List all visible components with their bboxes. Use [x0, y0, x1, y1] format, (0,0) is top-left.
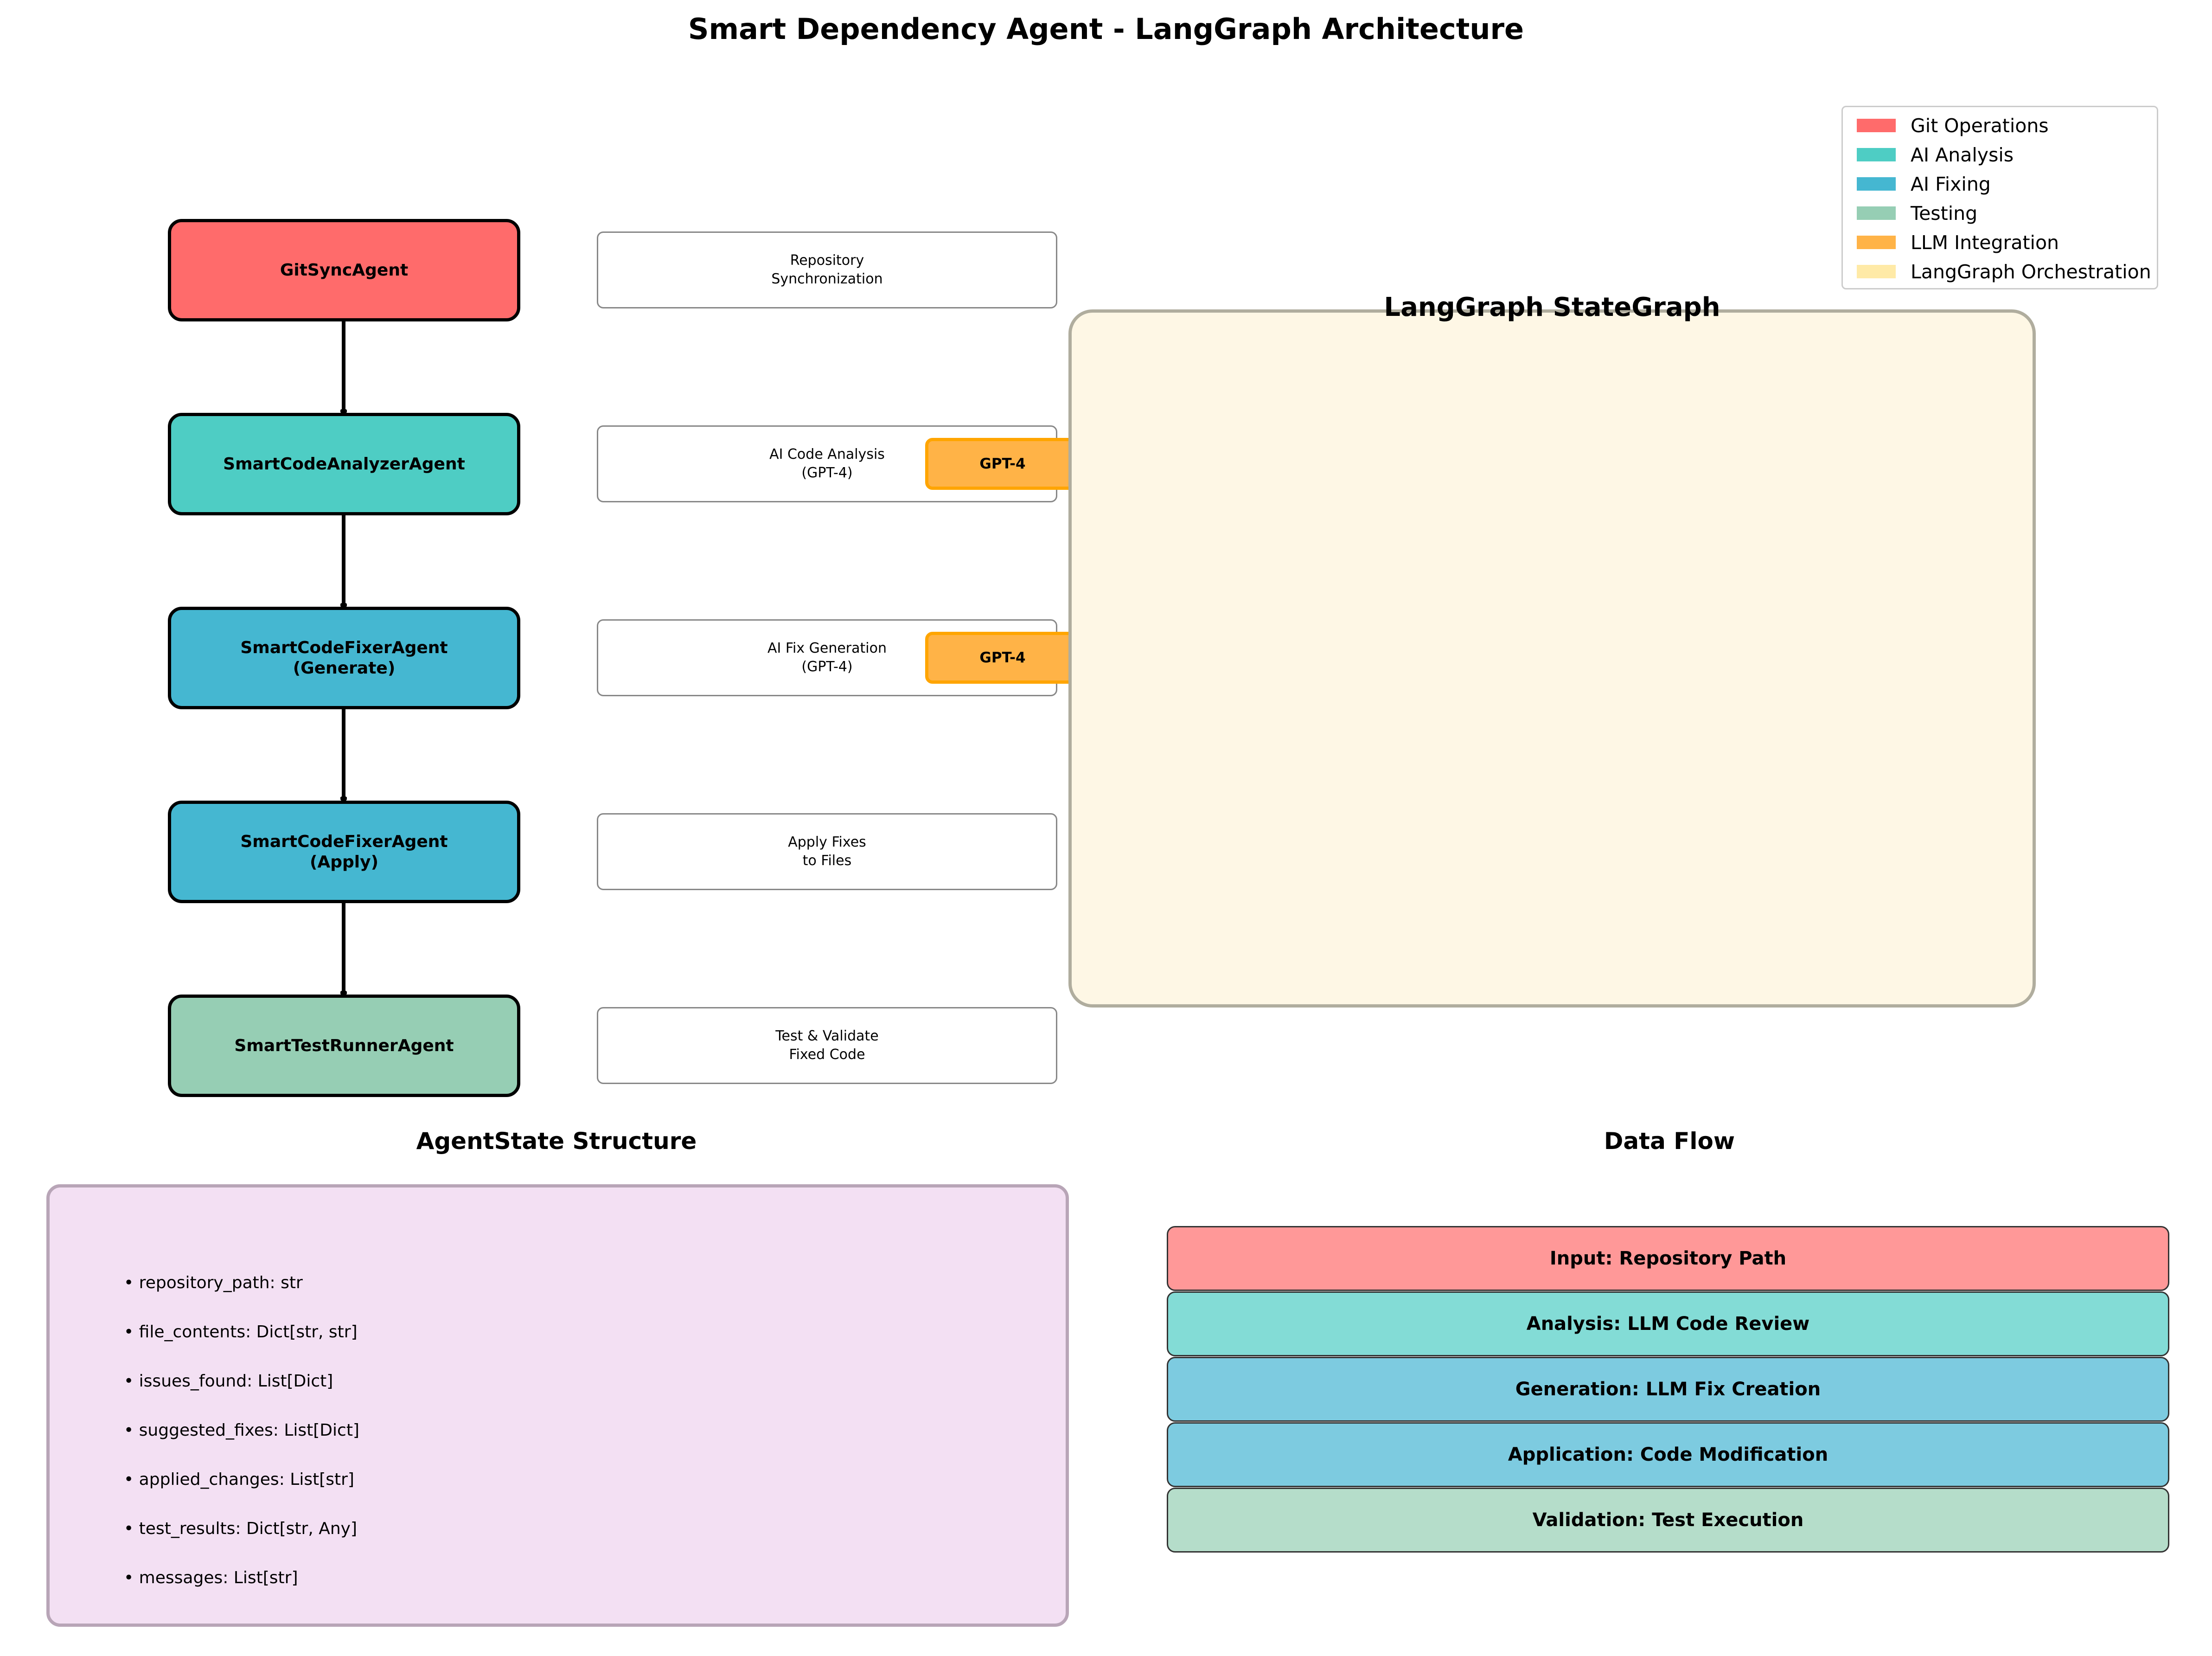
- data-flow-title: Data Flow: [1604, 1128, 1735, 1155]
- agent-node-fixer-generate: SmartCodeFixerAgent (Generate): [168, 607, 520, 709]
- data-flow-step-analysis: Analysis: LLM Code Review: [1167, 1291, 2169, 1356]
- legend-label: LangGraph Orchestration: [1911, 260, 2151, 283]
- data-flow-step-generation: Generation: LLM Fix Creation: [1167, 1357, 2169, 1422]
- legend-swatch: [1857, 177, 1896, 191]
- agent-state-field: • messages: List[str]: [124, 1568, 298, 1587]
- legend-label: AI Analysis: [1911, 143, 2014, 166]
- agent-state-field: • file_contents: Dict[str, str]: [124, 1322, 358, 1341]
- agent-node-fixer-apply: SmartCodeFixerAgent (Apply): [168, 801, 520, 903]
- agent-state-field: • test_results: Dict[str, Any]: [124, 1519, 358, 1538]
- agent-node-gitsync: GitSyncAgent: [168, 219, 520, 321]
- agent-state-field: • suggested_fixes: List[Dict]: [124, 1421, 359, 1440]
- diagram-title: Smart Dependency Agent - LangGraph Archi…: [688, 12, 1524, 46]
- legend-item-ai-analysis: AI Analysis: [1857, 140, 2014, 169]
- legend-swatch: [1857, 236, 1896, 249]
- legend-item-testing: Testing: [1857, 199, 1977, 228]
- agent-description-gitsync: Repository Synchronization: [597, 231, 1057, 308]
- legend: Git Operations AI Analysis AI Fixing Tes…: [1841, 106, 2158, 289]
- agent-description-fixer-apply: Apply Fixes to Files: [597, 813, 1057, 890]
- agent-state-field: • issues_found: List[Dict]: [124, 1372, 333, 1391]
- agent-state-panel: • repository_path: str • file_contents: …: [46, 1184, 1069, 1627]
- data-flow-step-input: Input: Repository Path: [1167, 1226, 2169, 1291]
- legend-swatch: [1857, 265, 1896, 278]
- data-flow-step-validation: Validation: Test Execution: [1167, 1488, 2169, 1553]
- legend-item-ai-fixing: AI Fixing: [1857, 169, 1991, 199]
- agent-state-field: • repository_path: str: [124, 1273, 303, 1292]
- legend-swatch: [1857, 148, 1896, 161]
- legend-swatch: [1857, 206, 1896, 220]
- legend-swatch: [1857, 119, 1896, 132]
- legend-label: Git Operations: [1911, 114, 2049, 137]
- legend-item-llm-integration: LLM Integration: [1857, 228, 2059, 257]
- agent-state-field: • applied_changes: List[str]: [124, 1470, 354, 1489]
- legend-label: Testing: [1911, 202, 1978, 225]
- llm-badge-analyzer: GPT-4: [925, 438, 1080, 490]
- llm-badge-fixer-generate: GPT-4: [925, 632, 1080, 684]
- agent-node-analyzer: SmartCodeAnalyzerAgent: [168, 413, 520, 515]
- data-flow-step-application: Application: Code Modification: [1167, 1422, 2169, 1487]
- stategraph-title: LangGraph StateGraph: [1384, 292, 1720, 322]
- stategraph-container: [1068, 309, 2036, 1008]
- legend-label: LLM Integration: [1911, 231, 2059, 254]
- legend-label: AI Fixing: [1911, 173, 1991, 195]
- legend-item-git-operations: Git Operations: [1857, 111, 2049, 140]
- agent-description-test-runner: Test & Validate Fixed Code: [597, 1007, 1057, 1084]
- legend-item-langgraph-orchestration: LangGraph Orchestration: [1857, 257, 2151, 286]
- agent-node-test-runner: SmartTestRunnerAgent: [168, 995, 520, 1097]
- agent-state-title: AgentState Structure: [416, 1128, 697, 1155]
